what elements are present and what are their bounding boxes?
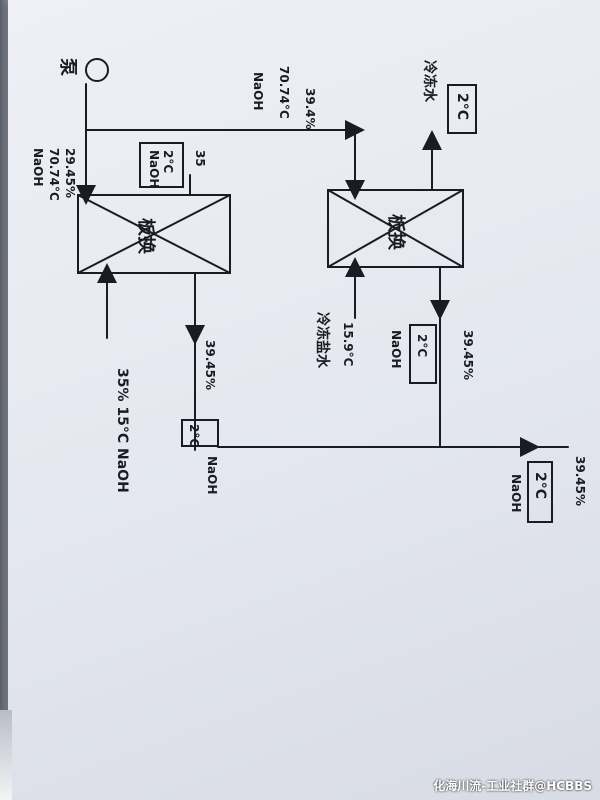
feed-fluid-label: NaOH bbox=[31, 148, 45, 186]
top-conc-label: 39.4% bbox=[303, 88, 317, 130]
right-temp-label: 2°C bbox=[454, 93, 470, 120]
plate-heat-exchanger-1 bbox=[77, 194, 231, 274]
bottom-left-label: 35% 15°C NaOH bbox=[114, 368, 130, 493]
top-fluid-label: NaOH bbox=[251, 72, 265, 110]
temp-box-inner bbox=[139, 142, 184, 188]
pump-symbol bbox=[85, 58, 109, 82]
feed-temp-label: 70.74°C bbox=[47, 148, 61, 201]
plate-heat-exchanger-2 bbox=[327, 189, 464, 268]
frozen-brine-label: 冷冻盐水 bbox=[314, 312, 331, 369]
inner-temp-label: 2°C bbox=[161, 150, 175, 173]
final-fluid-label: NaOH bbox=[509, 474, 523, 512]
watermark: 化海川流-工业社群@HCBBS bbox=[433, 779, 592, 793]
hx2-out-temp-label: 2°C bbox=[415, 334, 429, 357]
hx2-out-conc-label: 39.45% bbox=[461, 330, 475, 380]
temp-box-final bbox=[527, 461, 553, 523]
paper-corner bbox=[0, 710, 12, 800]
mid-temp-label: 2°C bbox=[187, 424, 201, 447]
temp-box-top-right bbox=[447, 84, 477, 134]
final-conc-label: 39.45% bbox=[573, 456, 587, 506]
page-edge bbox=[0, 0, 8, 800]
paper-sheet bbox=[8, 0, 600, 800]
feed-conc-label: 29.45% bbox=[63, 148, 77, 198]
temp-box-mid bbox=[181, 419, 219, 447]
hx2-out-fluid-label: NaOH bbox=[389, 330, 403, 368]
temp-box-hx2-out bbox=[409, 324, 437, 384]
top-temp-label: 70.74°C bbox=[277, 66, 291, 119]
mid-fluid-label: NaOH bbox=[205, 456, 219, 494]
brine-temp-label: 15.9°C bbox=[341, 322, 355, 367]
hx2-label: 板换 bbox=[385, 214, 407, 251]
hx2-cross-b bbox=[327, 189, 464, 268]
inner-extra-label: 35 bbox=[193, 150, 207, 167]
inner-fluid-label: NaOH bbox=[147, 150, 161, 188]
cold-water-label: 冷冻水 bbox=[421, 60, 438, 103]
hx1-cross-b bbox=[77, 194, 231, 274]
pump-label: 泵 bbox=[57, 58, 78, 76]
mid-conc-label: 39.45% bbox=[203, 340, 217, 390]
hx1-label: 板换 bbox=[135, 218, 157, 255]
final-temp-label: 2°C bbox=[532, 472, 548, 499]
